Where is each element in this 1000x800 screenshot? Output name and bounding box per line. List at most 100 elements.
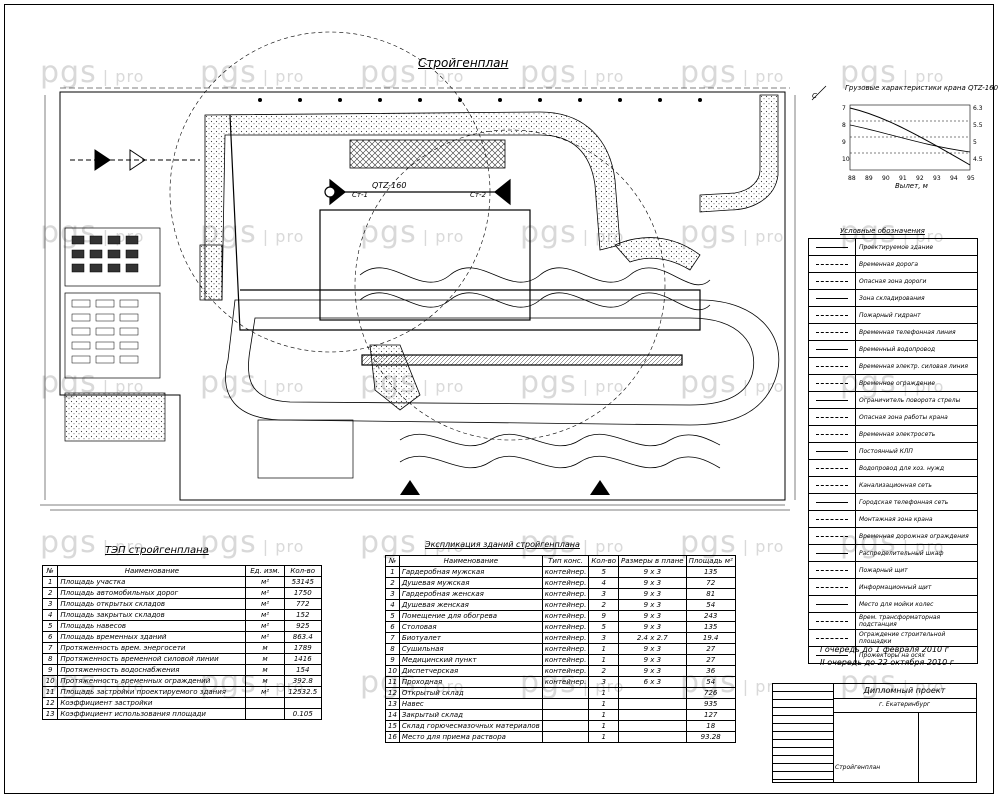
legend-item: Канализационная сеть (808, 476, 978, 494)
watermark: pgs | pro (200, 55, 305, 90)
legend-label: Распределительный шкаф (855, 544, 978, 562)
tep-cell: Коэффициент использования площади (57, 708, 247, 720)
legend-item: Ограничитель поворота стрелы (808, 391, 978, 409)
tep-cell: 9 (41, 664, 59, 676)
north-label: С (812, 92, 817, 100)
legend-label: Ограждение строительной площадки (855, 629, 978, 647)
explication-cell: Душевая мужская (398, 577, 543, 589)
explication-header-3: Кол-во (588, 555, 620, 567)
explication-cell: 5 (588, 566, 620, 578)
explication-cell: 5 (588, 621, 620, 633)
watermark: pgs | pro (520, 525, 625, 560)
watermark: pgs | pro (680, 55, 785, 90)
storage-zone (349, 139, 506, 169)
tep-cell: м² (245, 576, 285, 588)
explication-cell: 1 (385, 566, 400, 578)
tep-cell: Площадь застройки проектируемого здания (57, 686, 247, 698)
legend-symbol-icon (808, 391, 856, 409)
explication-cell: Диспетчерская (398, 665, 543, 677)
y-tick-label: 10 (842, 156, 850, 163)
tep-cell: Площадь открытых складов (57, 598, 247, 610)
legend-label: Монтажная зона крана (855, 510, 978, 528)
tep-cell: 863.4 (283, 631, 323, 643)
tep-header-0: № (41, 565, 59, 577)
legend-label: Временный водопровод (855, 340, 978, 358)
crane-position-2: Ст-2 (470, 191, 486, 199)
x-tick-label: 92 (916, 175, 924, 182)
y-tick-label-right: 5.5 (973, 122, 983, 129)
explication-cell: 9 х 3 (618, 566, 687, 578)
legend-symbol-icon (808, 595, 856, 613)
legend-item: Монтажная зона крана (808, 510, 978, 528)
explication-cell: 3 (588, 588, 620, 600)
legend-symbol-icon (808, 289, 856, 307)
explication-cell: 27 (685, 654, 736, 666)
tep-cell: 6 (41, 631, 59, 643)
legend-label: Опасная зона работы крана (855, 408, 978, 426)
explication-cell: 2 (588, 599, 620, 611)
explication-cell: Биотуалет (398, 632, 543, 644)
explication-cell: 4 (385, 599, 400, 611)
explication-cell: 13 (385, 698, 400, 710)
explication-cell: 1 (588, 643, 620, 655)
legend-item: Постоянный КЛП (808, 442, 978, 460)
watermark: pgs | pro (840, 665, 945, 700)
tep-cell: м² (245, 686, 285, 698)
y-tick-label: 8 (842, 122, 846, 129)
explication-cell (618, 720, 687, 732)
watermark: pgs | pro (680, 215, 785, 250)
explication-cell: Сушильная (398, 643, 543, 655)
explication-cell: 6 х 3 (618, 676, 687, 688)
tep-cell: м (245, 675, 285, 687)
legend-symbol-icon (808, 493, 856, 511)
explication-cell: контейнер. (541, 665, 590, 677)
watermark: pgs | pro (200, 525, 305, 560)
explication-cell: 72 (685, 577, 736, 589)
x-tick-label: 90 (882, 175, 890, 182)
title-block: Дипломный проект г. Екатеринбург Стройге… (772, 683, 977, 783)
tep-header-2: Ед. изм. (245, 565, 285, 577)
tep-cell: 772 (283, 598, 323, 610)
legend-symbol-icon (808, 340, 856, 358)
tep-cell: 152 (283, 609, 323, 621)
explication-cell: Помещение для обогрева (398, 610, 543, 622)
explication-cell: Закрытый склад (398, 709, 543, 721)
legend-item: Пожарный гидрант (808, 306, 978, 324)
watermark: pgs | pro (200, 365, 305, 400)
explication-cell: 2 (588, 665, 620, 677)
watermark: pgs | pro (40, 55, 145, 90)
explication-cell: 1 (588, 731, 620, 743)
legend-label: Временная электросеть (855, 425, 978, 443)
legend-symbol-icon (808, 561, 856, 579)
explication-cell: 8 (385, 643, 400, 655)
tep-cell: Протяженность временных ограждений (57, 675, 247, 687)
legend-item: Зона складирования (808, 289, 978, 307)
dimension-lines (40, 95, 796, 506)
stamp-project: Дипломный проект (833, 684, 976, 699)
y-tick-label-right: 4.5 (973, 156, 983, 163)
explication-cell (618, 687, 687, 699)
explication-cell: 9 х 3 (618, 599, 687, 611)
legend-label: Постоянный КЛП (855, 442, 978, 460)
watermark: pgs | pro (520, 365, 625, 400)
x-tick-label: 95 (967, 175, 975, 182)
wavy-road (359, 267, 721, 469)
legend-symbol-icon (808, 612, 856, 630)
tep-cell: м (245, 664, 285, 676)
explication-cell (541, 720, 590, 732)
main-building (229, 114, 701, 366)
tep-cell: 12 (41, 697, 59, 709)
legend-label: Водопровод для хоз. нужд (855, 459, 978, 477)
explication-cell: Гардеробная женская (398, 588, 543, 600)
watermark: pgs | pro (680, 365, 785, 400)
legend-symbol-icon (808, 646, 856, 664)
